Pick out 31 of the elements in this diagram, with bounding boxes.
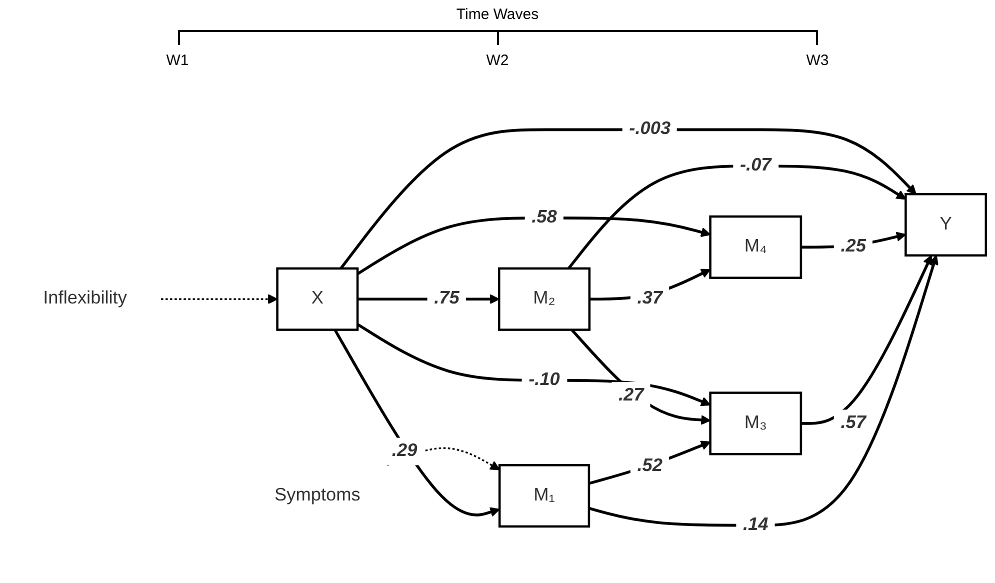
node-box: M₁ [498, 464, 590, 528]
node-text: Inflexibility [43, 288, 127, 308]
edge-label: -.10 [528, 370, 560, 390]
edge-label: .25 [840, 236, 866, 256]
arrow [356, 323, 711, 406]
wave-label: W1 [166, 52, 189, 69]
node-box: X [276, 267, 359, 331]
arrow [356, 216, 711, 276]
node-text: Symptoms [274, 486, 360, 505]
edge-label: .14 [742, 515, 768, 534]
edge-label: .75 [434, 288, 460, 308]
edge-label: .57 [840, 413, 866, 433]
arrow [800, 254, 932, 425]
node-box: M₂ [498, 267, 591, 331]
wave-label: W2 [486, 52, 509, 69]
arrow [161, 294, 278, 304]
edge-label: .29 [392, 441, 418, 461]
node-box: M₄ [709, 215, 802, 279]
arrow [340, 128, 916, 270]
node-box: Y [904, 192, 988, 257]
edge-label: .27 [618, 386, 644, 405]
arrow [570, 328, 711, 425]
arrow [588, 440, 711, 485]
edge-label: .37 [637, 288, 662, 308]
edge-label: -.07 [740, 156, 772, 176]
edge-label: .52 [637, 456, 662, 476]
wave-label: W3 [806, 52, 829, 69]
edge-label: -.003 [629, 119, 671, 139]
edge-label: .58 [532, 208, 557, 228]
axis-title: Time Waves [456, 6, 539, 23]
node-box: M₃ [709, 392, 802, 456]
